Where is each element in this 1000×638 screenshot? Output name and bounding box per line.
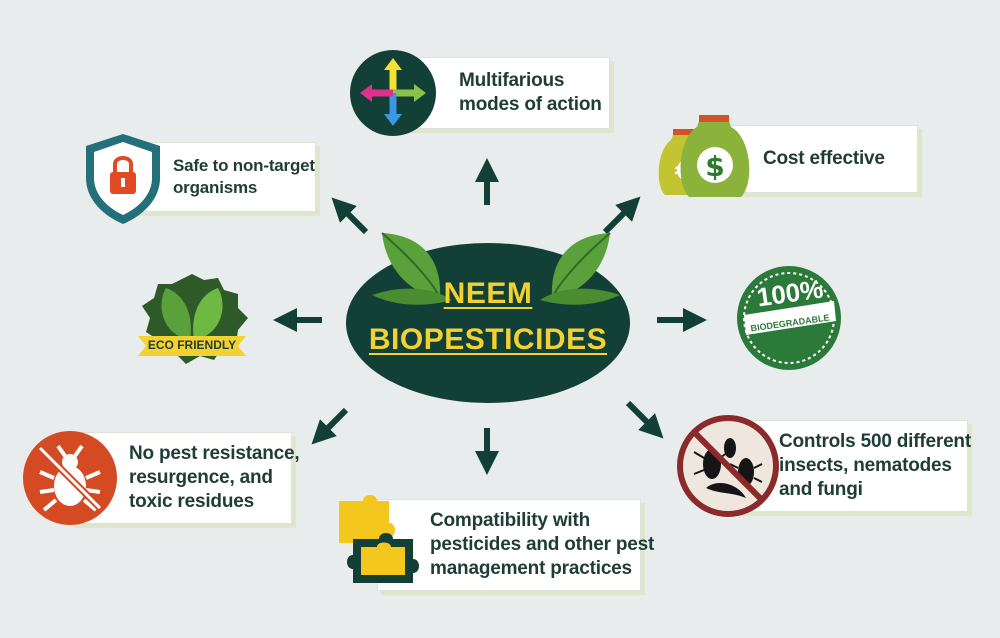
eco-friendly-label: ECO FRIENDLY [147,338,237,352]
neem-leaves-right-icon [540,232,620,305]
stamp-badge-icon [737,266,841,370]
puzzle-icon [339,495,419,583]
resistance-line-2: resurgence, and [129,467,273,488]
controls-line-2: insects, nematodes [779,455,952,476]
no-bug-icon [23,431,117,525]
safe-line-2: organisms [173,178,258,197]
neem-leaves-left-icon [372,232,452,305]
no-insects-icon [677,415,779,517]
resistance-line-1: No pest resistance, [129,443,300,464]
safe-line-1: Safe to non-target [173,156,315,175]
safe-non-target-box: Safe to non-target organisms [130,142,316,212]
leaf-badge-icon [138,274,248,364]
svg-text:$: $ [705,150,724,183]
center-title-neem: NEEM [443,277,533,310]
arrow-down-left [311,407,349,445]
arrow-up-left [331,197,369,235]
compatibility-box: Compatibility with pesticides and other … [377,499,655,591]
modes-line-2: modes of action [459,94,602,115]
money-bags-icon: € $ [658,115,750,197]
no-pest-resistance-box: No pest resistance, resurgence, and toxi… [70,432,300,524]
arrow-down-right [625,400,664,439]
center-label: NEEM BIOPESTICIDES [344,235,632,405]
compat-line-3: management practices [430,558,632,579]
cost-line-1: Cost effective [763,148,885,169]
modes-line-1: Multifarious [459,70,565,91]
center-title-biopesticides: BIOPESTICIDES [368,323,608,356]
shield-lock-icon [86,134,160,224]
controls-line-1: Controls 500 different [779,431,971,452]
arrow-up-right [602,196,641,235]
compat-line-1: Compatibility with [430,510,591,531]
resistance-line-3: toxic residues [129,491,254,512]
four-direction-arrows-icon [350,50,436,136]
controls-line-3: and fungi [779,479,863,500]
compat-line-2: pesticides and other pest [430,534,655,555]
